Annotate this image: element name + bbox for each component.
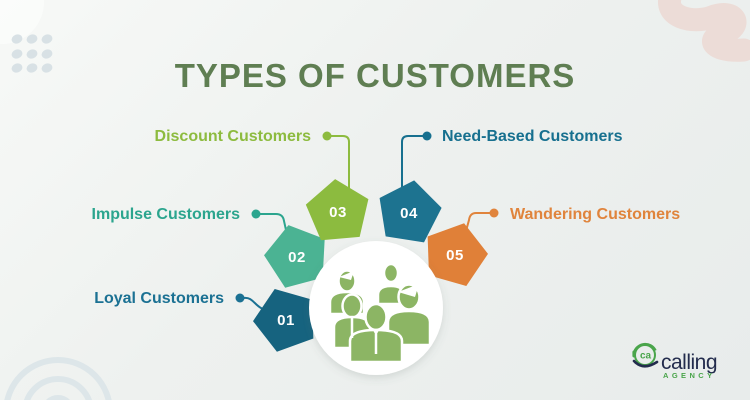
logo-name: calling	[661, 351, 717, 374]
spiral-decoration	[4, 357, 112, 400]
connector-dot-loyal	[235, 293, 245, 303]
pentagon-number-01: 01	[277, 312, 295, 329]
page-title: TYPES OF CUSTOMERS	[175, 57, 576, 94]
pentagon-number-05: 05	[446, 247, 464, 264]
label-loyal-customers: Loyal Customers	[94, 290, 224, 307]
headset-icon	[632, 342, 659, 368]
pentagon-number-03: 03	[329, 204, 347, 221]
pentagon-05	[427, 223, 488, 287]
pentagon-04	[379, 180, 442, 243]
pentagon-number-02: 02	[288, 249, 306, 266]
pentagon-number-04: 04	[400, 205, 418, 222]
connector-dot-impulse	[251, 209, 261, 219]
connector-dot-need-based	[422, 131, 432, 141]
label-need-based-customers: Need-Based Customers	[442, 128, 623, 145]
logo-monogram: ca	[640, 351, 652, 362]
connector-dot-wandering	[489, 208, 499, 218]
connector-loyal	[243, 296, 268, 313]
logo-subname: AGENCY	[663, 371, 716, 380]
corner-blob-decoration	[0, 0, 44, 44]
customer-group-icon	[309, 241, 443, 375]
connector-impulse	[260, 213, 287, 231]
pentagon-03	[305, 179, 369, 241]
label-wandering-customers: Wandering Customers	[510, 206, 680, 223]
connector-discount	[331, 135, 350, 192]
connector-lines	[243, 135, 490, 313]
pentagon-02	[264, 225, 325, 288]
squiggle-blob-decoration	[658, 0, 750, 62]
connector-wandering	[465, 212, 490, 232]
label-discount-customers: Discount Customers	[155, 128, 312, 145]
connector-dot-discount	[322, 131, 332, 141]
connector-need-based	[401, 135, 423, 192]
logo: ca calling AGENCY	[632, 342, 718, 380]
label-impulse-customers: Impulse Customers	[92, 206, 241, 223]
smile-arc	[632, 359, 659, 368]
dot-grid-decoration	[11, 34, 53, 73]
pentagon-01	[253, 288, 314, 352]
